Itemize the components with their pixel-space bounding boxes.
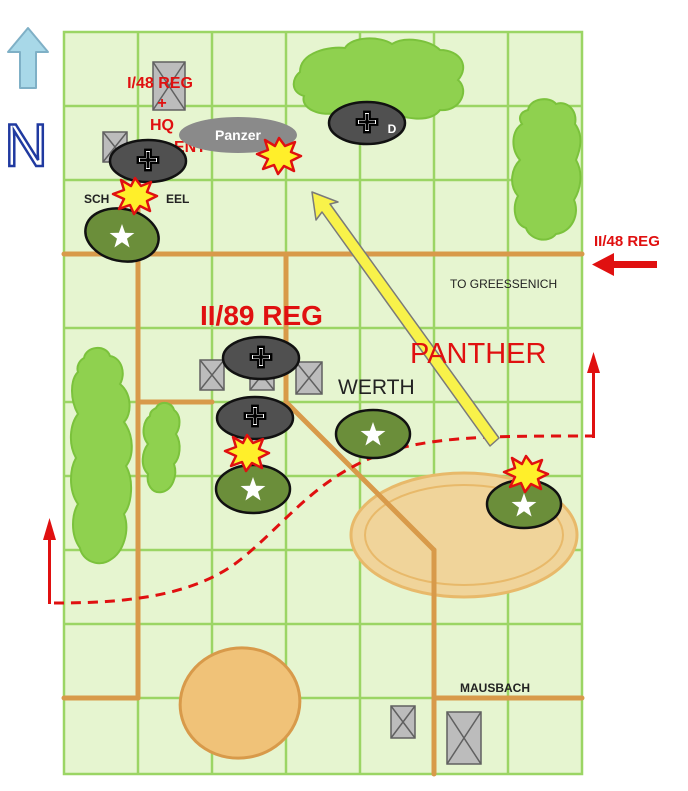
us-counter-schevenhuette[interactable] xyxy=(80,202,163,268)
north-arrow-icon xyxy=(7,27,49,89)
reg-i48-hq-label-2: + xyxy=(157,95,166,112)
german-counter-ii89-1[interactable] xyxy=(221,335,301,381)
panther-arrow xyxy=(311,191,500,447)
reg-i48-hq-label-3: HQ xyxy=(150,117,174,134)
german-counter-ii89-2[interactable] xyxy=(215,395,295,441)
attack-arrow-east xyxy=(587,352,600,438)
panzer-label: Panzer xyxy=(215,127,261,143)
town-schevenhuette-a: SCH xyxy=(84,192,109,206)
forest-small xyxy=(141,402,181,494)
to-greessenich-label: TO GREESSENICH xyxy=(450,277,557,291)
north-label: N xyxy=(4,112,47,179)
german-counter-hq[interactable] xyxy=(108,138,188,184)
reinforcement-arrow-ii48 xyxy=(592,253,657,276)
us-attack-path xyxy=(53,434,595,605)
town-schevenhuette-b: EEL xyxy=(166,192,189,206)
attack-arrow-west xyxy=(43,518,56,604)
building-mausbach-2 xyxy=(446,711,482,765)
building-werth-1 xyxy=(199,359,225,391)
building-mausbach-1 xyxy=(390,705,416,739)
building-hq xyxy=(152,61,186,111)
reg-ii48-label: II/48 REG xyxy=(594,233,660,250)
forest-west xyxy=(70,347,133,565)
us-counter-werth-2[interactable] xyxy=(214,463,292,515)
german-counter-d-label: D xyxy=(388,122,397,136)
us-counter-werth-1[interactable] xyxy=(334,408,412,460)
town-werth-label: WERTH xyxy=(338,376,415,399)
field-south xyxy=(178,646,302,760)
reg-ii89-label: II/89 REG xyxy=(200,300,323,331)
forest-east xyxy=(511,98,582,241)
building-werth-3 xyxy=(295,361,323,395)
panther-label: PANTHER xyxy=(410,338,546,370)
town-mausbach-label: MAUSBACH xyxy=(460,681,530,695)
german-counter-d[interactable]: D xyxy=(327,100,407,146)
forest-north xyxy=(292,37,465,121)
reg-i48-hq-label-1: I/48 REG xyxy=(127,75,193,92)
